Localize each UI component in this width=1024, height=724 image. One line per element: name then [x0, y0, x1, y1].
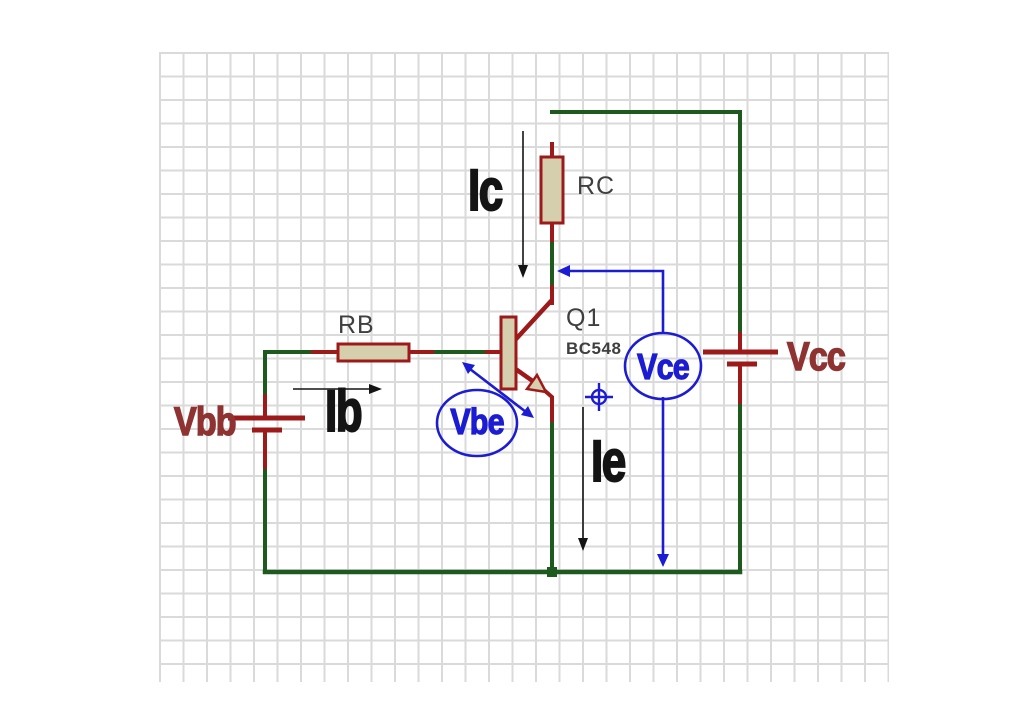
origin-crosshair-icon	[585, 383, 613, 411]
resistor-rc-body	[539, 155, 565, 225]
vbe-arrow-head-upper-icon	[462, 362, 475, 374]
vce-arrow-bottom-head-icon	[657, 554, 669, 567]
q1-part-label: BC548	[566, 339, 622, 358]
vbe-arrow-head-lower-icon	[521, 406, 534, 418]
ic-arrow-head-icon	[518, 265, 528, 278]
vce-ellipse	[623, 331, 703, 401]
vce-label: Vce	[637, 346, 691, 387]
vcc-label: Vcc	[786, 335, 846, 379]
q1-label: Q1	[566, 304, 602, 332]
transistor-base-bar	[499, 315, 518, 391]
ib-arrow-head-icon	[369, 384, 382, 394]
ic-label: Ic	[467, 158, 504, 223]
ie-arrow-head-icon	[578, 538, 588, 551]
vbe-label: Vbe	[450, 401, 505, 442]
transistor-collector-lead	[513, 297, 555, 342]
rb-label: RB	[338, 311, 375, 339]
transistor-emitter-lead	[513, 366, 538, 386]
pin-emitter	[541, 387, 554, 422]
wire-top-right	[550, 110, 742, 338]
vbb-label: Vbb	[173, 400, 237, 444]
junction-dot	[547, 567, 557, 577]
ie-label: Ie	[590, 429, 627, 494]
vbe-arrow	[469, 367, 527, 414]
rc-label: RC	[577, 172, 616, 200]
wire-left-upper	[263, 350, 315, 400]
ib-label: Ib	[324, 379, 363, 444]
vce-arrow-top-head-icon	[557, 265, 570, 277]
resistor-rb-body	[336, 342, 411, 363]
vce-arrow-top	[569, 269, 665, 333]
transistor-emitter-arrow	[524, 372, 549, 394]
vbe-ellipse	[435, 388, 519, 458]
grid-background	[159, 52, 889, 682]
